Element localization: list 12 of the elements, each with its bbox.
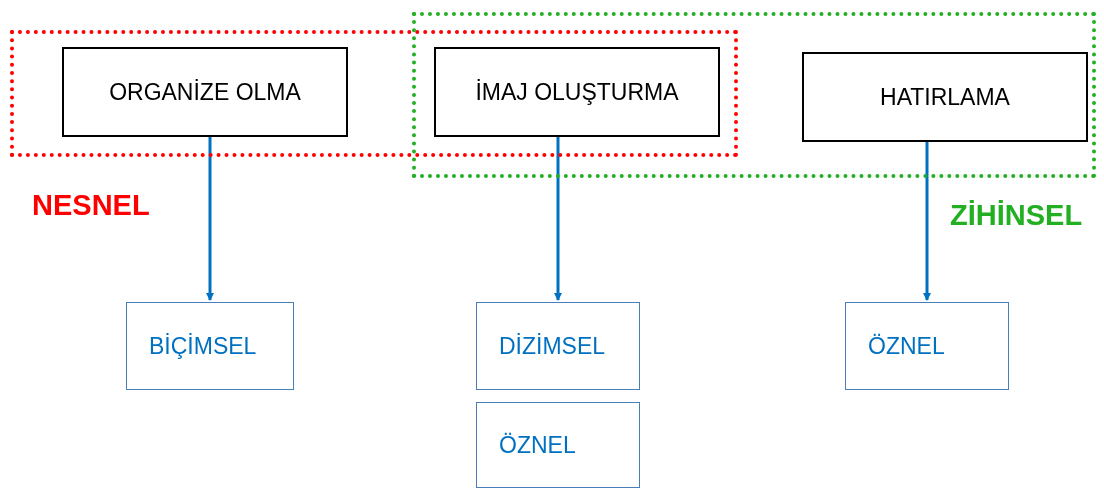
category-box: BİÇİMSEL [126, 302, 294, 390]
arrow [554, 137, 562, 301]
region-label: NESNEL [32, 189, 150, 222]
process-box: HATIRLAMA [802, 52, 1088, 142]
category-box: ÖZNEL [476, 402, 640, 488]
arrow [206, 137, 214, 301]
category-box: ÖZNEL [845, 302, 1009, 390]
process-box: ORGANİZE OLMA [62, 47, 348, 137]
arrow [923, 142, 931, 301]
process-box: İMAJ OLUŞTURMA [434, 47, 720, 137]
region-label: ZİHİNSEL [950, 199, 1083, 232]
category-box: DİZİMSEL [476, 302, 640, 390]
